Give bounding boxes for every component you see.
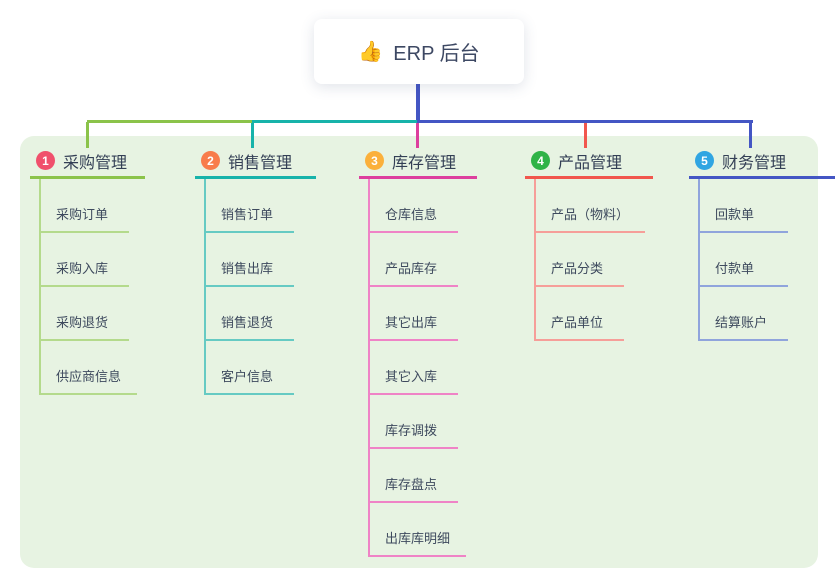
thumbs-up-icon: 👍 bbox=[358, 40, 384, 63]
mindmap-child-node[interactable]: 销售退货 bbox=[206, 287, 294, 341]
mindmap-panel bbox=[20, 136, 818, 568]
mindmap-child-node[interactable]: 产品（物料） bbox=[536, 179, 646, 233]
connector-bus-blue bbox=[417, 120, 753, 123]
branch-number-badge: 3 bbox=[365, 151, 384, 170]
connector-drop-5 bbox=[749, 122, 752, 148]
branch-label: 销售管理 bbox=[228, 154, 293, 172]
mindmap-child-node[interactable]: 客户信息 bbox=[206, 341, 294, 395]
mindmap-child-node[interactable]: 库存盘点 bbox=[370, 449, 458, 503]
mindmap-child-node[interactable]: 库存调拨 bbox=[370, 395, 458, 449]
mindmap-child-node[interactable]: 仓库信息 bbox=[370, 179, 458, 233]
mindmap-child-node[interactable]: 销售出库 bbox=[206, 233, 294, 287]
branch-children: 仓库信息产品库存其它出库其它入库库存调拨库存盘点出库库明细 bbox=[368, 179, 477, 557]
branch-children: 销售订单销售出库销售退货客户信息 bbox=[204, 179, 316, 395]
mindmap-child-node[interactable]: 产品库存 bbox=[370, 233, 458, 287]
mindmap-child-node[interactable]: 出库库明细 bbox=[370, 503, 467, 557]
branch-number-badge: 1 bbox=[36, 151, 55, 170]
mindmap-child-node[interactable]: 采购订单 bbox=[41, 179, 129, 233]
branch-column: 2 销售管理 销售订单销售出库销售退货客户信息 bbox=[195, 147, 316, 395]
mindmap-child-node[interactable]: 供应商信息 bbox=[41, 341, 138, 395]
mindmap-child-node[interactable]: 产品单位 bbox=[536, 287, 624, 341]
mindmap-child-node[interactable]: 结算账户 bbox=[700, 287, 788, 341]
connector-drop-1 bbox=[86, 122, 89, 148]
branch-title[interactable]: 2 销售管理 bbox=[195, 147, 316, 179]
branch-number-badge: 4 bbox=[531, 151, 550, 170]
branch-title[interactable]: 5 财务管理 bbox=[689, 147, 835, 179]
branch-column: 3 库存管理 仓库信息产品库存其它出库其它入库库存调拨库存盘点出库库明细 bbox=[359, 147, 477, 557]
branch-label: 产品管理 bbox=[558, 154, 623, 172]
root-node[interactable]: 👍 ERP 后台 bbox=[314, 19, 524, 84]
connector-drop-3 bbox=[416, 122, 419, 148]
connector-bus-teal bbox=[252, 120, 417, 123]
root-label: ERP 后台 bbox=[393, 43, 480, 65]
branch-children: 产品（物料）产品分类产品单位 bbox=[534, 179, 653, 341]
branch-label: 库存管理 bbox=[392, 154, 457, 172]
branch-number-badge: 5 bbox=[695, 151, 714, 170]
mindmap-child-node[interactable]: 产品分类 bbox=[536, 233, 624, 287]
connector-drop-2 bbox=[251, 122, 254, 148]
mindmap-child-node[interactable]: 销售订单 bbox=[206, 179, 294, 233]
branch-title[interactable]: 3 库存管理 bbox=[359, 147, 477, 179]
mindmap-child-node[interactable]: 回款单 bbox=[700, 179, 788, 233]
mindmap-child-node[interactable]: 采购退货 bbox=[41, 287, 129, 341]
mindmap-child-node[interactable]: 采购入库 bbox=[41, 233, 129, 287]
mindmap-child-node[interactable]: 付款单 bbox=[700, 233, 788, 287]
branch-column: 5 财务管理 回款单付款单结算账户 bbox=[689, 147, 835, 341]
branch-children: 回款单付款单结算账户 bbox=[698, 179, 835, 341]
branch-title[interactable]: 1 采购管理 bbox=[30, 147, 145, 179]
connector-root-stem bbox=[416, 84, 420, 123]
branch-children: 采购订单采购入库采购退货供应商信息 bbox=[39, 179, 145, 395]
branch-title[interactable]: 4 产品管理 bbox=[525, 147, 653, 179]
branch-label: 采购管理 bbox=[63, 154, 128, 172]
branch-number-badge: 2 bbox=[201, 151, 220, 170]
branch-column: 4 产品管理 产品（物料）产品分类产品单位 bbox=[525, 147, 653, 341]
mindmap-child-node[interactable]: 其它入库 bbox=[370, 341, 458, 395]
connector-drop-4 bbox=[584, 122, 587, 148]
branch-label: 财务管理 bbox=[722, 154, 787, 172]
branch-column: 1 采购管理 采购订单采购入库采购退货供应商信息 bbox=[30, 147, 145, 395]
mindmap-child-node[interactable]: 其它出库 bbox=[370, 287, 458, 341]
connector-bus-green bbox=[87, 120, 252, 123]
